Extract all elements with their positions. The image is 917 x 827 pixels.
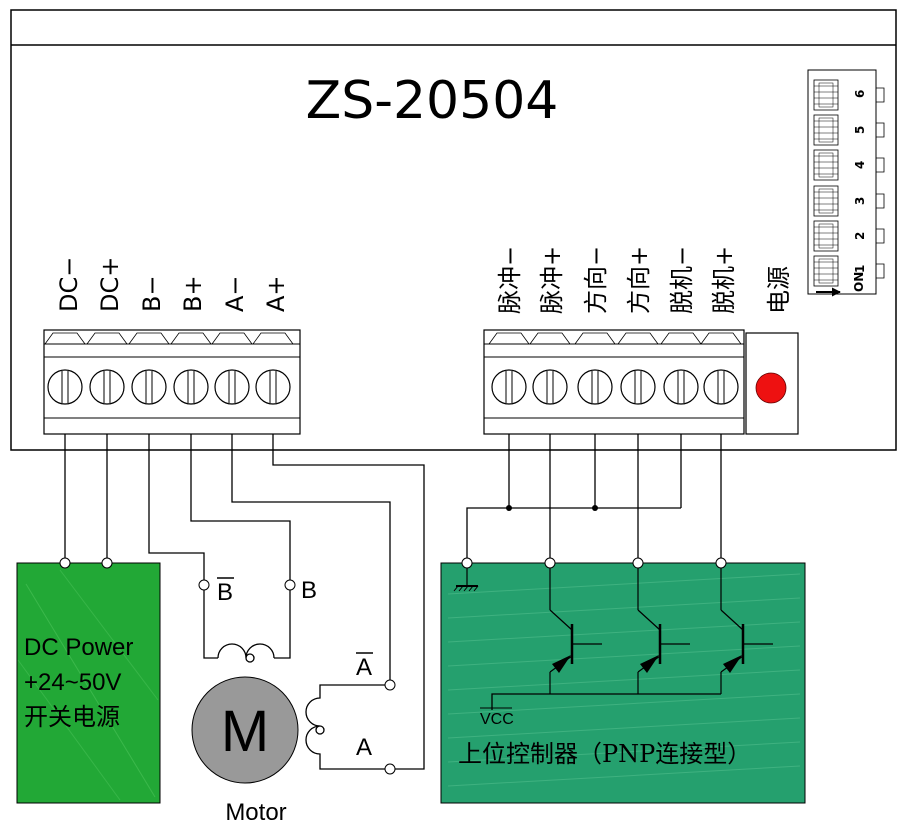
terminal-screw-b-minus[interactable] — [128, 332, 170, 405]
power-motor-terminal-labels: DC− DC+ B− B+ A− A+ — [55, 257, 290, 312]
dip-position-6: 6 — [853, 90, 867, 98]
terminal-label-dc-minus: DC− — [55, 257, 83, 312]
dip-slot-2[interactable] — [813, 220, 885, 252]
control-terminal-block[interactable] — [483, 329, 745, 435]
terminal-screw-dc-plus[interactable] — [86, 332, 128, 405]
power-supply: DC Power +24~50V 开关电源 — [16, 557, 161, 804]
controller-caption: 上位控制器（PNP连接型） — [458, 740, 751, 768]
motor-coil-b — [203, 590, 291, 663]
power-supply-line2: +24~50V — [24, 669, 121, 696]
dip-position-4: 4 — [853, 161, 867, 169]
dip-slot-5[interactable] — [813, 114, 885, 146]
terminal-screw-a-minus[interactable] — [211, 332, 253, 405]
dip-position-5: 5 — [853, 126, 867, 134]
terminal-label-b-minus: B− — [138, 275, 166, 312]
wires — [64, 434, 722, 770]
terminal-screw-b-plus[interactable] — [170, 332, 212, 405]
dip-slot-1[interactable] — [813, 255, 885, 287]
dip-slot-3[interactable] — [813, 185, 885, 217]
motor: B B M Motor A A — [191, 577, 396, 826]
terminal-label-a-minus: A− — [221, 275, 249, 312]
terminal-label-b-plus: B+ — [179, 275, 207, 312]
motor-phase-a-bar: A — [356, 654, 372, 681]
terminal-screw-pulse-minus[interactable] — [488, 332, 530, 405]
dip-slot-4[interactable] — [813, 149, 885, 181]
control-terminal-labels: 脉冲− 脉冲+ 方向− 方向+ 脱机− 脱机+ 电源 — [496, 246, 793, 314]
power-motor-terminal-block[interactable] — [43, 329, 301, 435]
terminal-screw-pulse-plus[interactable] — [529, 332, 571, 405]
dip-slot-6[interactable] — [813, 79, 885, 111]
controller-vcc-label: VCC — [480, 711, 514, 728]
driver-model: ZS-20504 — [306, 71, 559, 131]
power-indicator — [745, 332, 799, 435]
motor-caption: Motor — [225, 799, 286, 826]
dip-switch[interactable]: ON 1 2 3 4 5 6 — [807, 69, 885, 297]
motor-coil-a — [305, 684, 385, 770]
ground-icon — [453, 568, 479, 592]
dip-position-1: 1 — [853, 265, 867, 273]
power-indicator-label: 电源 — [765, 266, 793, 314]
motor-phase-a: A — [356, 734, 372, 761]
power-supply-line3: 开关电源 — [24, 704, 120, 731]
pnp-transistor-1 — [549, 568, 602, 694]
dip-on-label: ON — [852, 272, 866, 292]
terminal-screw-dc-minus[interactable] — [44, 332, 86, 405]
wire-junctions — [506, 505, 598, 511]
terminal-label-enable-minus: 脱机− — [668, 246, 696, 314]
power-supply-line1: DC Power — [24, 634, 133, 661]
controller: VCC 上位控制器（PNP连接型） — [440, 557, 806, 804]
terminal-screw-a-plus[interactable] — [252, 332, 294, 405]
dip-position-2: 2 — [853, 232, 867, 240]
terminal-label-dc-plus: DC+ — [96, 257, 124, 312]
terminal-screw-dir-minus[interactable] — [574, 332, 616, 405]
motor-phase-b-bar: B — [217, 579, 233, 606]
motor-symbol-letter: M — [221, 699, 269, 764]
terminal-label-enable-plus: 脱机+ — [710, 246, 738, 314]
power-indicator-led — [755, 372, 787, 404]
terminal-label-pulse-minus: 脉冲− — [496, 246, 524, 314]
terminal-screw-dir-plus[interactable] — [617, 332, 659, 405]
pnp-transistor-2 — [637, 568, 690, 694]
motor-symbol — [191, 676, 299, 784]
terminal-label-a-plus: A+ — [262, 275, 290, 312]
terminal-label-pulse-plus: 脉冲+ — [538, 246, 566, 314]
dip-switch-slots — [813, 79, 885, 287]
dip-position-3: 3 — [853, 197, 867, 205]
terminal-label-dir-plus: 方向+ — [625, 246, 653, 314]
pnp-transistor-3 — [720, 568, 773, 694]
terminal-label-dir-minus: 方向− — [582, 246, 610, 314]
terminal-screw-enable-minus[interactable] — [660, 332, 702, 405]
terminal-screw-enable-plus[interactable] — [700, 332, 742, 405]
motor-phase-b: B — [301, 577, 317, 604]
